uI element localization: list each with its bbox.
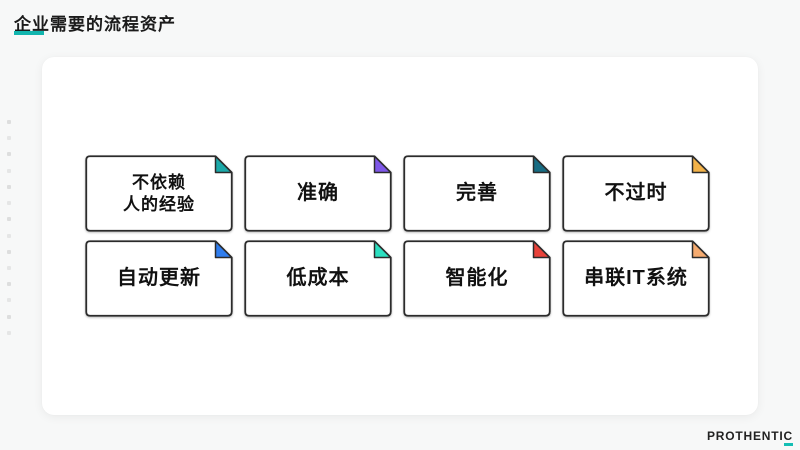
- folded-note-icon: [244, 155, 392, 232]
- card-label: 准确: [297, 182, 339, 204]
- logo-text-accent: C: [783, 429, 793, 446]
- card-label: 不过时: [604, 182, 668, 204]
- folded-note-icon: [562, 240, 710, 317]
- note-card-never-outdated: 不过时: [562, 155, 710, 232]
- card-label: 串联IT系统: [584, 267, 688, 289]
- title-accent-underline: [14, 31, 44, 35]
- logo-text-main: PROTHENTI: [706, 429, 784, 443]
- folded-note-icon: [562, 155, 710, 232]
- prothentic-logo: PROTHENTIC: [706, 429, 793, 446]
- note-card-auto-update: 自动更新: [85, 240, 233, 317]
- card-label: 不依赖 人的经验: [123, 173, 195, 214]
- page-title: 企业需要的流程资产: [14, 15, 176, 34]
- note-card-low-cost: 低成本: [244, 240, 392, 317]
- card-label: 完善: [456, 182, 498, 204]
- card-label: 低成本: [286, 267, 350, 289]
- folded-note-icon: [403, 240, 551, 317]
- folded-note-icon: [85, 240, 233, 317]
- note-card-connect-it-systems: 串联IT系统: [562, 240, 710, 317]
- card-label: 自动更新: [117, 267, 201, 289]
- note-card-accurate: 准确: [244, 155, 392, 232]
- folded-note-icon: [85, 155, 233, 232]
- note-card-no-reliance-on-experience: 不依赖 人的经验: [85, 155, 233, 232]
- card-grid: 不依赖 人的经验 准确 完善 不过时: [85, 155, 710, 317]
- card-label: 智能化: [445, 267, 509, 289]
- note-card-complete: 完善: [403, 155, 551, 232]
- left-watermark-marks: [6, 120, 12, 335]
- folded-note-icon: [244, 240, 392, 317]
- note-card-intelligent: 智能化: [403, 240, 551, 317]
- folded-note-icon: [403, 155, 551, 232]
- slide-panel: 不依赖 人的经验 准确 完善 不过时: [42, 57, 758, 415]
